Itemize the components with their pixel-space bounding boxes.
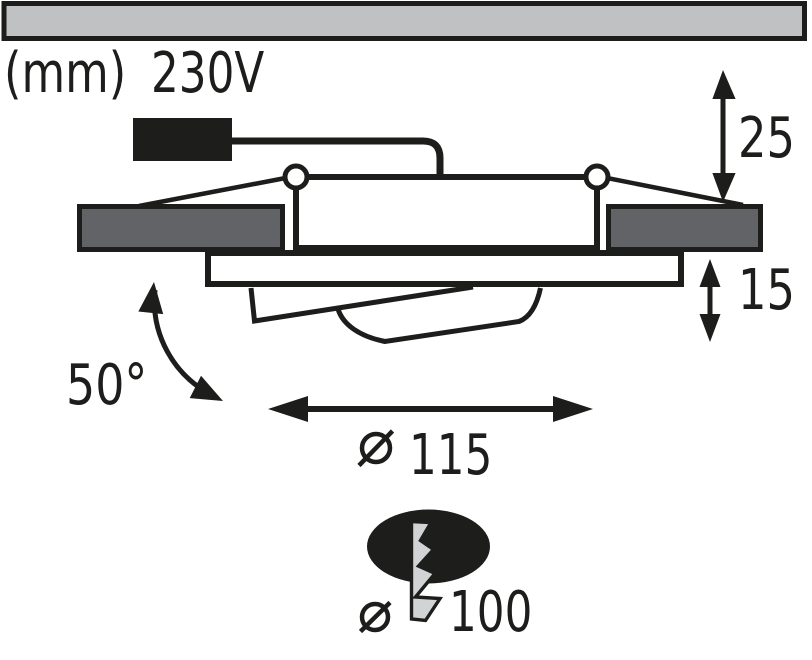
lamp-bulb — [335, 287, 543, 345]
dim-diameter-arrow-right — [553, 396, 593, 422]
tilt-angle-value: 50° — [66, 353, 147, 419]
pivot-screw-right — [583, 163, 611, 191]
cutout-diameter-icon-circle — [359, 601, 391, 633]
power-cable — [230, 137, 444, 176]
trim-flange-left — [77, 204, 285, 252]
cutout-symbol: 100 — [358, 509, 532, 645]
tilt-angle-arrow-up — [138, 282, 164, 315]
mounting-clip-right — [596, 173, 744, 208]
diameter-icon-circle — [359, 431, 393, 465]
unit-label: (mm) — [4, 40, 126, 105]
mounting-clip-left — [138, 173, 297, 209]
ceiling-bar — [1, 1, 807, 41]
dim-recess-depth: 25 — [712, 70, 795, 202]
dim-trim-arrow-up — [699, 259, 721, 287]
voltage-label: 230V — [151, 40, 264, 106]
dim-trim-value: 15 — [738, 257, 795, 322]
cutout-diameter-icon-slash — [358, 600, 392, 634]
diameter-icon — [357, 429, 395, 468]
dim-diameter-arrow-left — [268, 396, 308, 422]
dim-diameter: 115 — [268, 396, 593, 487]
diameter-icon-slash — [357, 429, 395, 468]
dim-diameter-value: 115 — [409, 422, 492, 488]
trim-ring — [205, 250, 684, 287]
trim-flange-right — [606, 204, 763, 252]
dim-recess-arrow-up — [712, 70, 736, 99]
dim-trim-height: 15 — [699, 257, 795, 342]
dim-trim-arrow-down — [699, 314, 721, 342]
transformer-box — [133, 118, 232, 161]
dim-recess-value: 25 — [738, 105, 795, 170]
cutout-diameter-icon — [358, 600, 392, 634]
pivot-screw-left — [282, 163, 310, 191]
housing-body — [293, 174, 600, 251]
lamp-trim-edge — [248, 284, 474, 324]
lightning-bolt-icon — [409, 519, 444, 623]
dim-tilt-angle: 50° — [66, 282, 223, 419]
dim-recess-arrow-down — [712, 173, 736, 202]
tilt-angle-arrow-down — [189, 375, 223, 401]
dim-cutout-value: 100 — [449, 579, 532, 645]
